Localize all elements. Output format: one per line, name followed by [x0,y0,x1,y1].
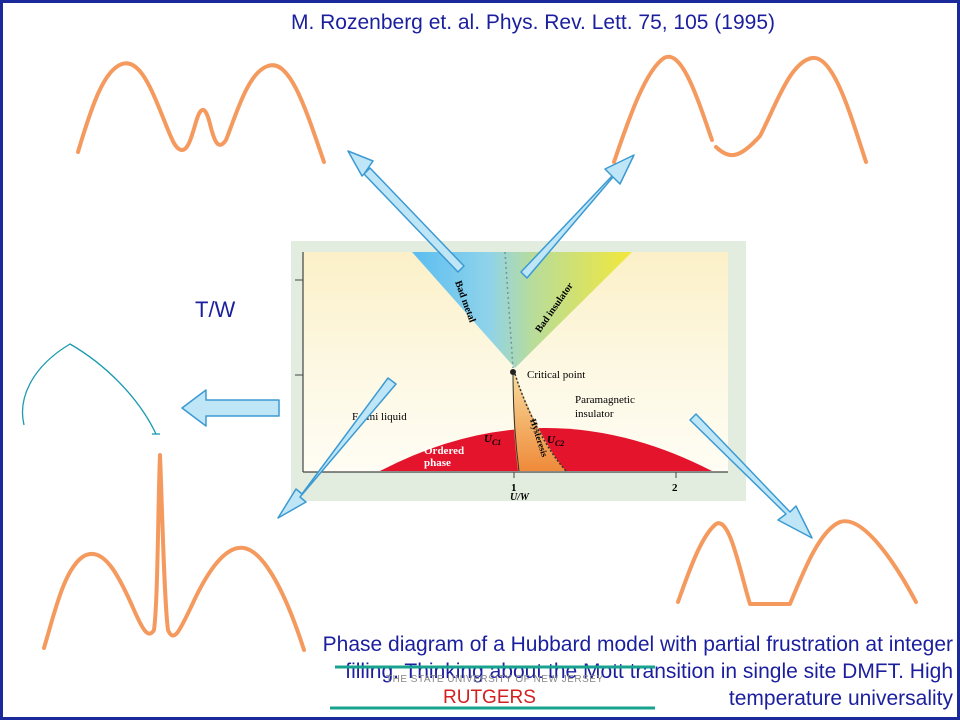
crossover-dotted-line [504,251,514,369]
region-label-critical-point: Critical point [527,369,585,381]
phase-diagram: 1 2 U/W Bad metal Bad insulator Critical… [291,241,746,503]
university-name: THE STATE UNIVERSITY OF NEW JERSEY [386,674,604,685]
axis-label-tw: T/W [195,297,236,322]
region-label-paramagnetic: Paramagnetic [575,394,635,406]
rutgers-logo: RUTGERS [443,687,536,708]
arrow-to-bad-insulator [520,154,635,279]
label-uc1: UC1 [484,433,501,447]
hysteresis-region [512,372,566,471]
spectral-curves [42,54,918,652]
arrows [181,150,813,539]
x-tick-label: 1 [511,482,517,494]
arrow-to-metal [277,377,397,519]
insulator-spectrum [676,519,918,606]
x-tick-label: 2 [672,482,678,494]
classical-spectrum [21,343,157,435]
citation: M. Rozenberg et. al. Phys. Rev. Lett. 75… [290,11,776,34]
x-axis-label: U/W [510,492,530,503]
critical-point-dot [510,369,516,375]
region-label-insulator: insulator [575,408,614,420]
region-label-phase: phase [424,457,451,469]
label-uc2: UC2 [547,434,564,448]
bad-insulator-spectrum-right [714,55,868,164]
bad-metal-spectrum [76,61,326,164]
uc1-line [512,371,520,472]
arrow-to-insulator [689,413,813,539]
metal-spectrum [42,453,306,652]
bad-insulator-spectrum-left [612,54,714,164]
uc2-line [514,373,567,472]
arrow-to-bad-metal [347,150,465,273]
arrow-to-classical [181,389,280,427]
caption: Phase diagram of a Hubbard model with pa… [322,633,953,710]
crossover-fan [412,252,632,368]
region-label-ordered: Ordered [424,445,464,457]
